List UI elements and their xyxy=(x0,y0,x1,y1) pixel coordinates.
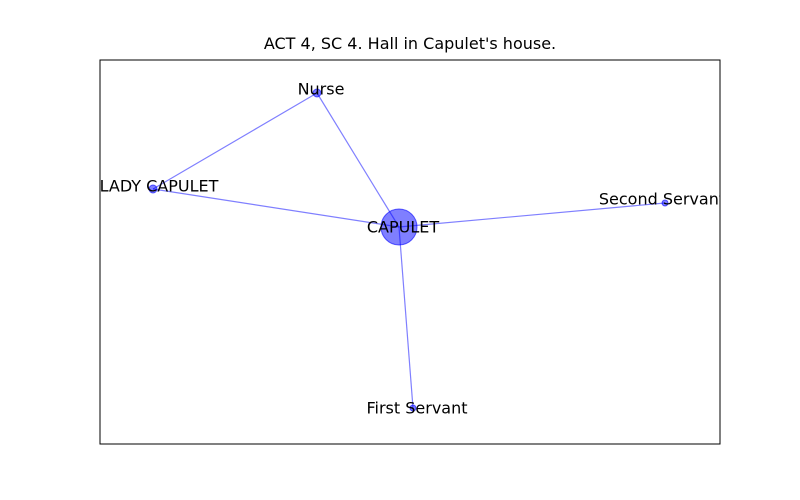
edge-lady-capulet-capulet xyxy=(152,188,400,228)
node-first-servant xyxy=(409,404,417,412)
node-lady-capulet xyxy=(148,184,158,194)
node-nurse xyxy=(312,88,322,98)
node-label-capulet: CAPULET xyxy=(367,218,440,237)
edge-capulet-first-servant xyxy=(398,226,414,409)
node-second-servant xyxy=(661,199,669,207)
edge-nurse-capulet xyxy=(316,92,400,228)
node-label-lady-capulet: LADY CAPULET xyxy=(100,177,219,196)
edge-nurse-lady-capulet xyxy=(152,92,318,190)
figure-title: ACT 4, SC 4. Hall in Capulet's house. xyxy=(263,34,557,53)
node-label-first-servant: First Servant xyxy=(366,399,467,418)
node-label-nurse: Nurse xyxy=(298,80,345,99)
edge-capulet-second-servant xyxy=(398,202,666,228)
node-label-second-servant: Second Servant xyxy=(599,190,725,209)
axes-frame xyxy=(99,59,721,445)
node-capulet xyxy=(380,208,418,246)
